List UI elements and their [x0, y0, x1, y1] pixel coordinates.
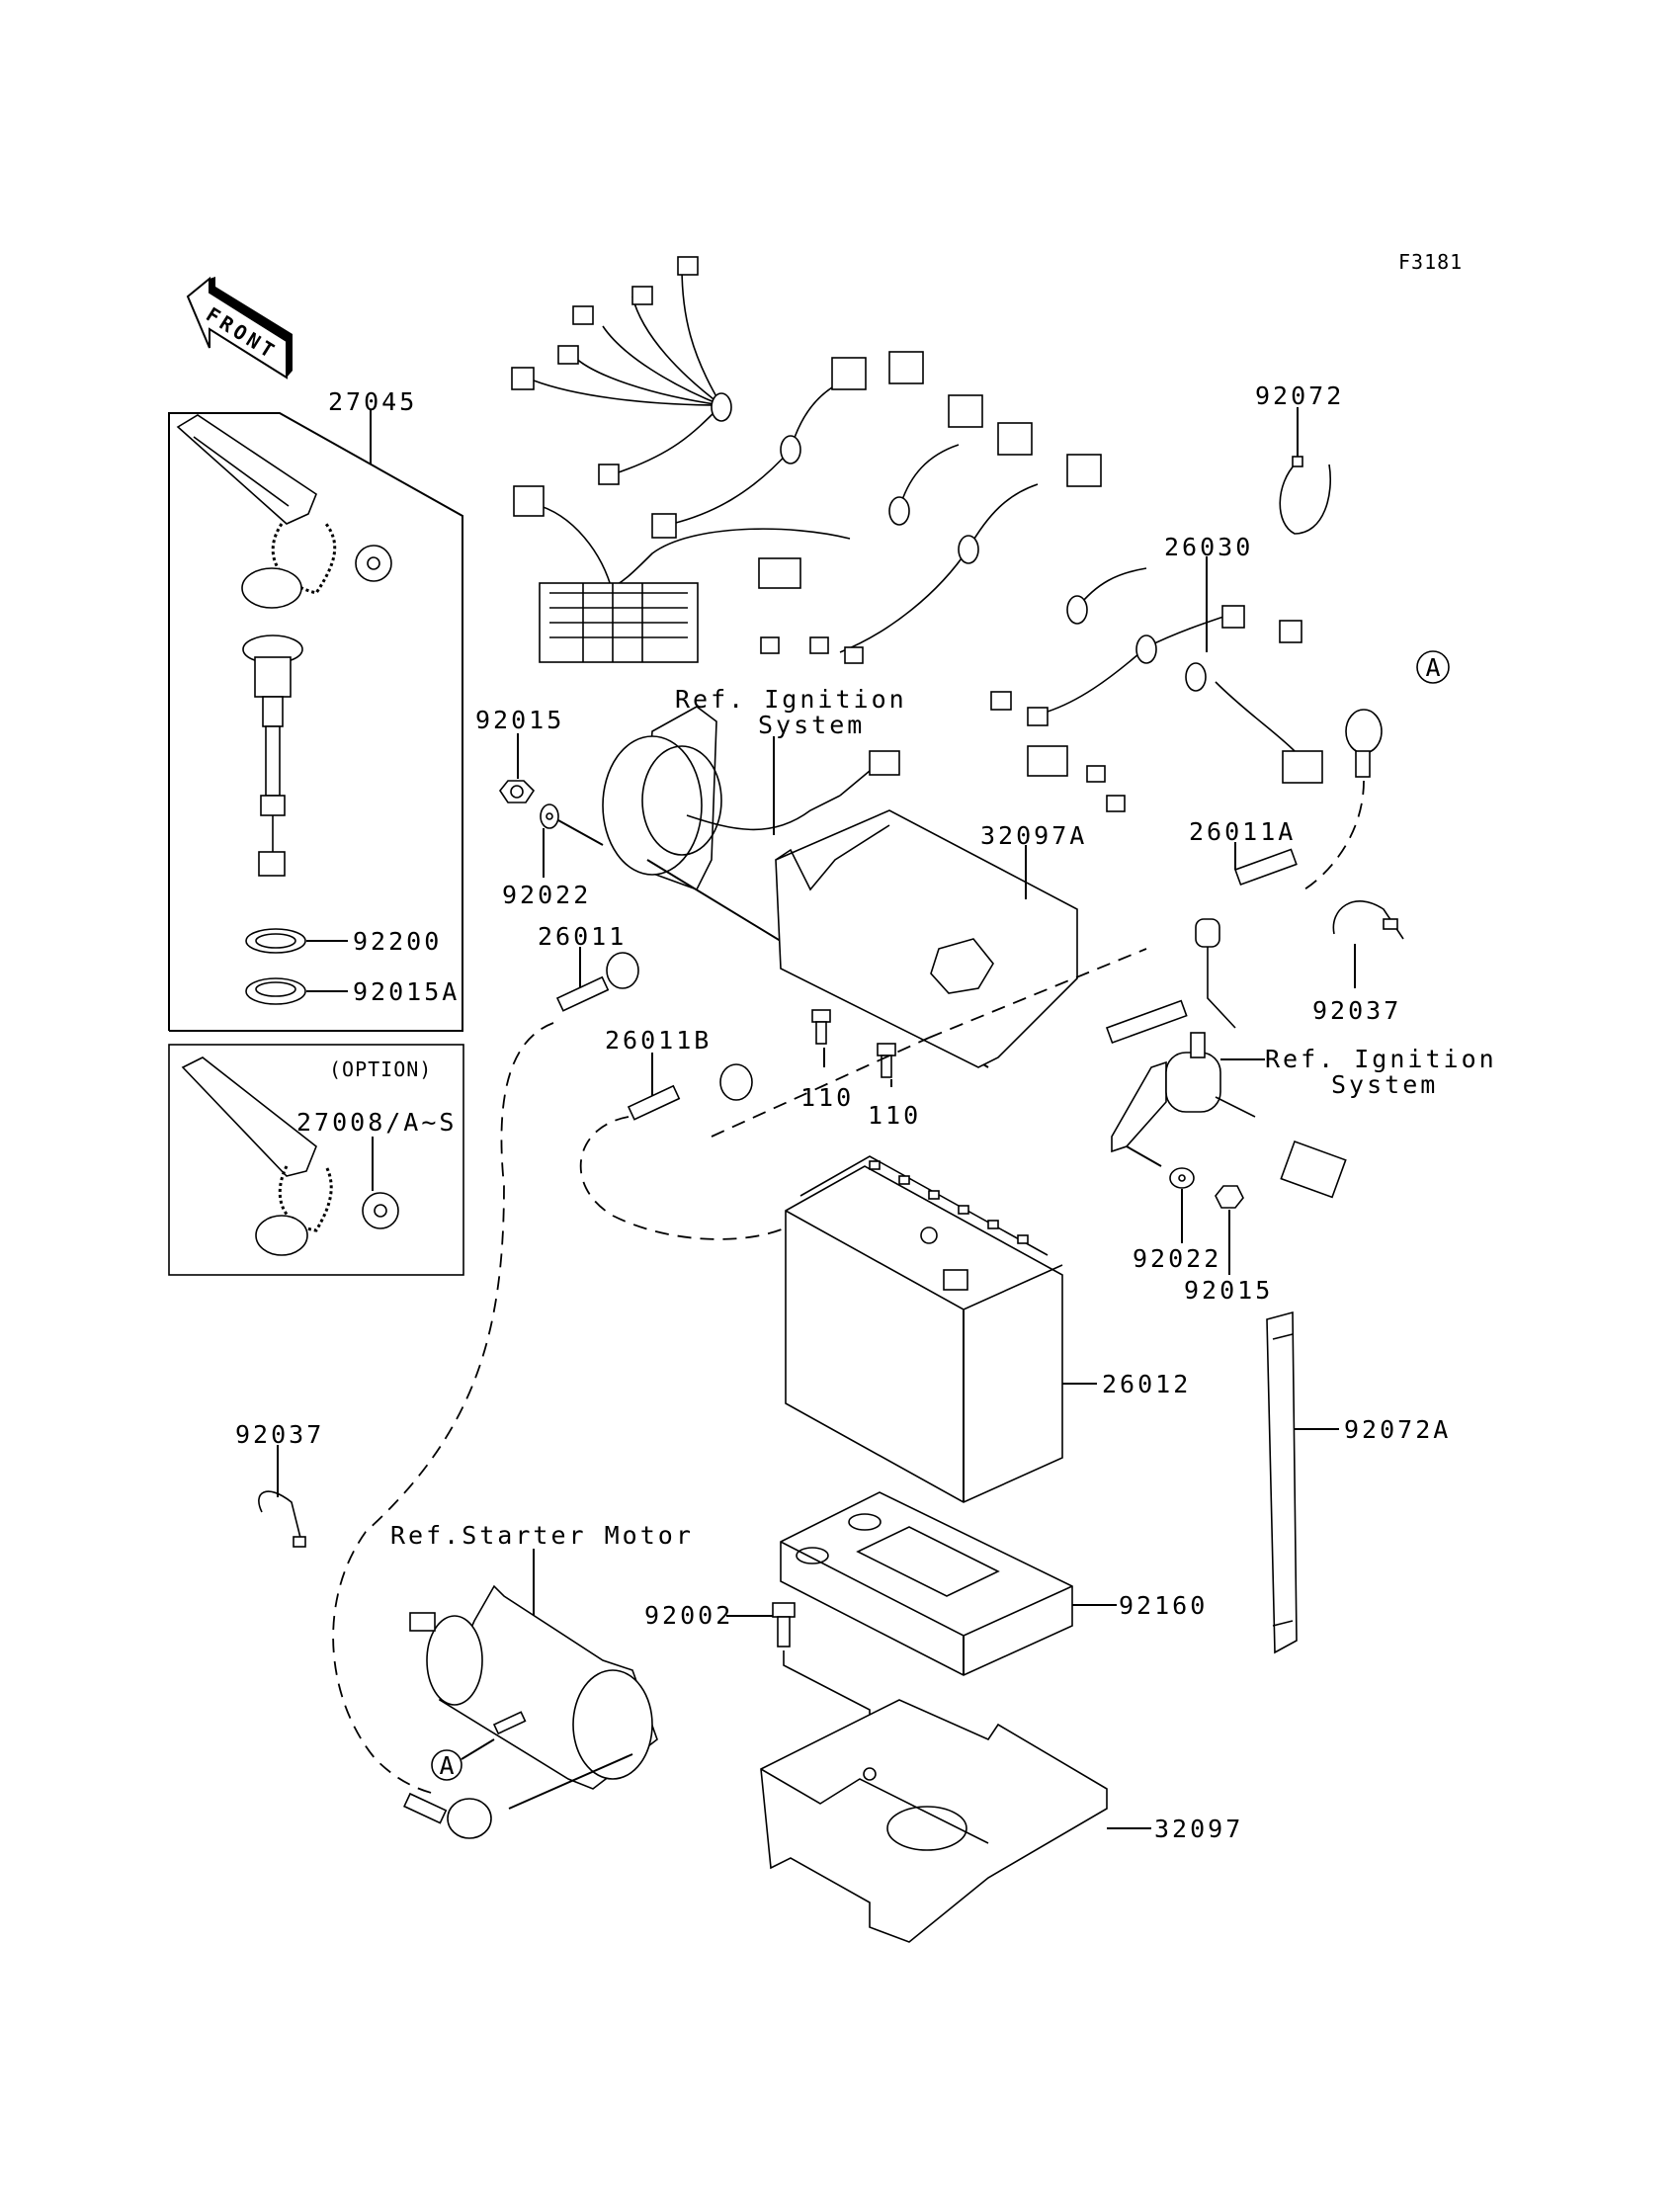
callout-26012: 26012 — [1102, 1370, 1191, 1398]
callout-92015-top: 92015 — [475, 706, 564, 734]
callout-32097A: 32097A — [980, 821, 1087, 850]
starter-motor — [403, 1549, 658, 1839]
callout-26030: 26030 — [1164, 533, 1253, 561]
callout-ref-ignition-1-line1: Ref. Ignition — [675, 685, 907, 714]
callout-92022-top: 92022 — [502, 881, 591, 909]
wiring-harness — [511, 256, 1323, 812]
callout-27045: 27045 — [328, 387, 417, 416]
marker-a-bottom: A — [439, 1751, 454, 1780]
nut-washer-top — [499, 733, 559, 878]
callout-92072: 92072 — [1255, 381, 1344, 410]
marker-a-top: A — [1425, 653, 1440, 682]
callout-26011: 26011 — [538, 922, 627, 951]
figure-code: F3181 — [1398, 250, 1463, 274]
battery-tray — [780, 1491, 1117, 1676]
callout-ref-ignition-2-line2: System — [1331, 1070, 1438, 1099]
battery — [785, 1155, 1097, 1503]
callout-32097: 32097 — [1154, 1815, 1243, 1843]
starter-relay — [1105, 999, 1347, 1275]
callout-92022-right: 92022 — [1133, 1244, 1221, 1273]
callout-110-b: 110 — [868, 1101, 921, 1130]
callout-92072A: 92072A — [1344, 1415, 1451, 1444]
callout-26011A: 26011A — [1189, 817, 1296, 846]
cable-26011B — [579, 948, 1147, 1240]
callout-ref-ignition-1-line2: System — [758, 711, 865, 739]
callout-ref-starter: Ref.Starter Motor — [390, 1521, 694, 1550]
cable-26011A — [1195, 650, 1450, 1029]
option-key-box — [168, 1044, 464, 1276]
band-92037-right — [1332, 900, 1404, 988]
band-92072 — [1279, 407, 1332, 535]
front-arrow-icon: FRONT — [186, 276, 293, 380]
callout-92002: 92002 — [644, 1601, 733, 1630]
callout-92160: 92160 — [1119, 1591, 1208, 1620]
battery-cover — [775, 809, 1078, 1087]
strap-92072A — [1266, 1310, 1339, 1654]
option-title: (OPTION) — [329, 1057, 432, 1081]
callout-92015-right: 92015 — [1184, 1276, 1273, 1305]
callout-92037-left: 92037 — [235, 1420, 324, 1449]
ignition-key-box — [168, 409, 463, 1032]
battery-case — [760, 1699, 1151, 1943]
callout-92015A: 92015A — [353, 977, 460, 1006]
callout-26011B: 26011B — [605, 1026, 712, 1055]
cable-26011 — [332, 947, 639, 1795]
callout-ref-ignition-2-line1: Ref. Ignition — [1265, 1045, 1497, 1073]
callout-27008: 27008/A~S — [296, 1108, 457, 1137]
callout-110-a: 110 — [800, 1083, 854, 1112]
band-92037-left — [258, 1445, 306, 1548]
callout-92200: 92200 — [353, 927, 442, 956]
callout-92037-right: 92037 — [1312, 996, 1401, 1025]
